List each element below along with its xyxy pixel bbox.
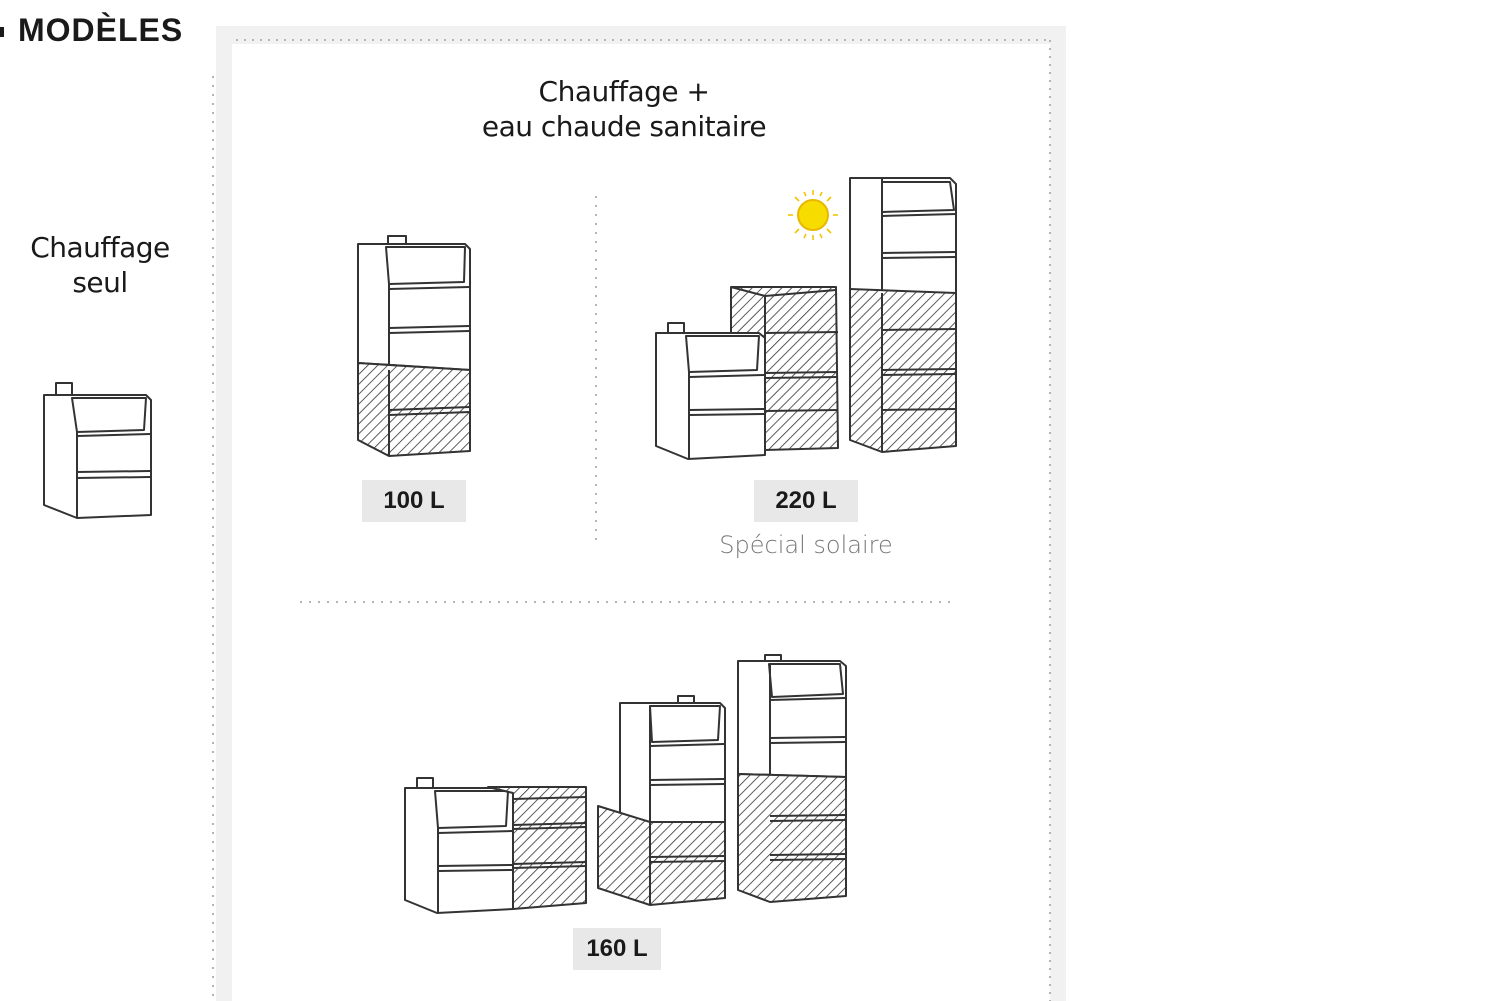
capacity-badge-160l: 160 L (573, 928, 661, 970)
model-100l-illustration (357, 235, 471, 457)
heating-only-heading: Chauffage seul (20, 230, 180, 300)
capacity-badge-100l: 100 L (362, 480, 466, 522)
heating-dhw-heading: Chauffage + eau chaude sanitaire (444, 74, 804, 144)
heating-only-heading-line2: seul (72, 266, 128, 299)
sun-icon (788, 190, 838, 240)
model-220l-illustration (655, 177, 957, 460)
model-160l-illustration (404, 654, 847, 914)
heating-only-heading-line1: Chauffage (30, 231, 170, 264)
heating-dhw-heading-line1: Chauffage + (538, 75, 710, 108)
boiler-only-illustration (43, 382, 152, 519)
capacity-badge-220l: 220 L (754, 480, 858, 522)
solar-special-note: Spécial solaire (719, 531, 893, 559)
page-title: MODÈLES (18, 8, 214, 52)
title-marker (0, 27, 4, 37)
heating-dhw-heading-line2: eau chaude sanitaire (481, 110, 767, 143)
